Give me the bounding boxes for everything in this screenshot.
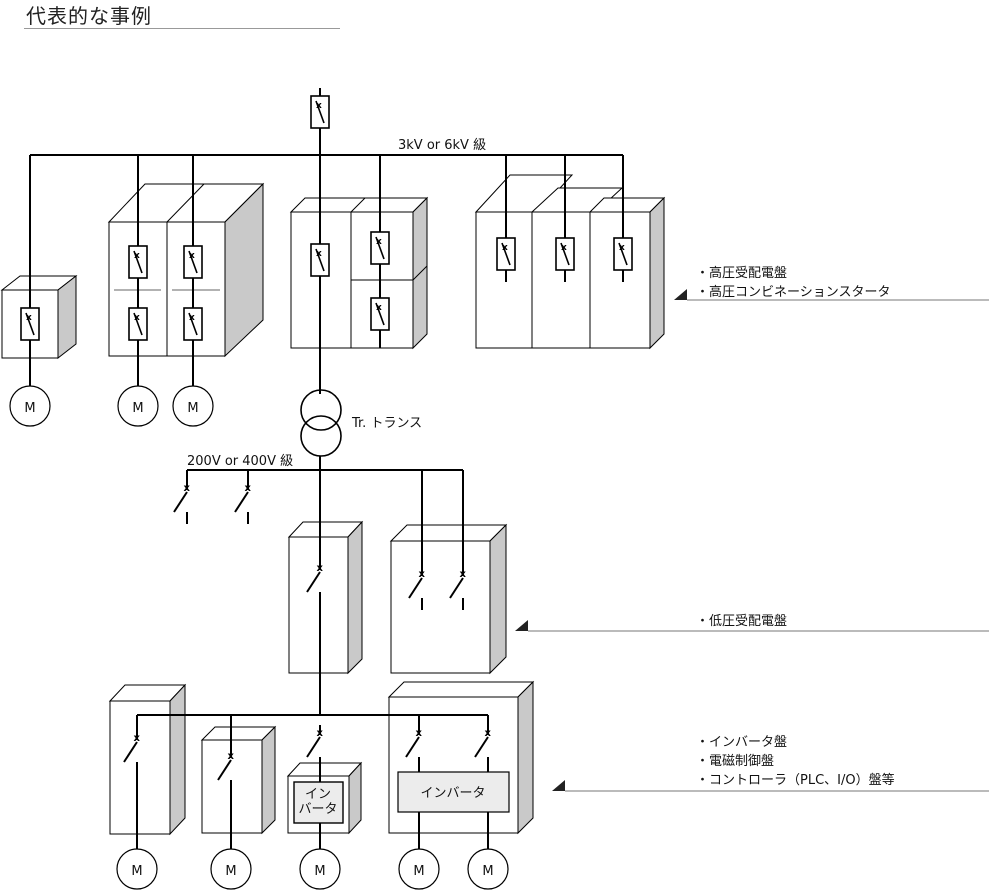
hv-incoming-breaker (310, 95, 330, 129)
transformer (300, 389, 342, 457)
hv-cabinet-2 (107, 182, 265, 358)
inverter-cabinet-small: イン バータ (286, 761, 363, 835)
hv-cabinet-3 (289, 196, 429, 350)
motor-4: M (116, 848, 158, 890)
svg-text:M: M (187, 401, 198, 416)
svg-text:M: M (131, 864, 142, 879)
callout-hv-line-2: ・高圧コンビネーションスタータ (696, 284, 890, 300)
inverter-small-label-1: イン (305, 787, 331, 802)
callout-hv-line-1: ・高圧受配電盤 (696, 265, 787, 281)
motor-6: M (299, 848, 341, 890)
motor-2: M (117, 385, 159, 427)
svg-text:M: M (24, 401, 35, 416)
motor-1: M (9, 385, 51, 427)
motor-5: M (210, 848, 252, 890)
callout-ctrl-line-3: ・コントローラ（PLC、I/O）盤等 (696, 772, 895, 788)
callout-lv-line-1: ・低圧受配電盤 (696, 614, 787, 629)
motor-8: M (467, 848, 509, 890)
callout-lv: ・低圧受配電盤 (515, 614, 989, 632)
lv-cabinet-1 (287, 520, 364, 675)
svg-text:M: M (225, 864, 236, 879)
callout-ctrl: ・インバータ盤 ・電磁制御盤 ・コントローラ（PLC、I/O）盤等 (552, 735, 989, 792)
page-title: 代表的な事例 (26, 4, 152, 28)
svg-text:M: M (482, 864, 493, 879)
inverter-small-label-2: バータ (298, 802, 337, 817)
svg-text:M: M (132, 401, 143, 416)
ctrl-cabinet-2 (200, 725, 277, 835)
svg-text:M: M (314, 864, 325, 879)
inverter-label: インバータ (420, 786, 485, 801)
inverter-box: インバータ (397, 771, 510, 813)
motor-3: M (172, 385, 214, 427)
ctrl-cabinet-1 (108, 683, 187, 836)
transformer-label: Tr. トランス (351, 416, 422, 431)
callout-hv: ・高圧受配電盤 ・高圧コンビネーションスタータ (674, 265, 989, 301)
svg-text:M: M (413, 864, 424, 879)
lv-cabinet-2 (389, 523, 508, 675)
callout-ctrl-line-2: ・電磁制御盤 (696, 754, 774, 769)
hv-bus-label: 3kV or 6kV 級 (398, 138, 486, 153)
motor-7: M (398, 848, 440, 890)
title-underline (24, 28, 340, 29)
lv-bus-label: 200V or 400V 級 (187, 454, 293, 469)
callout-ctrl-line-1: ・インバータ盤 (696, 735, 787, 750)
